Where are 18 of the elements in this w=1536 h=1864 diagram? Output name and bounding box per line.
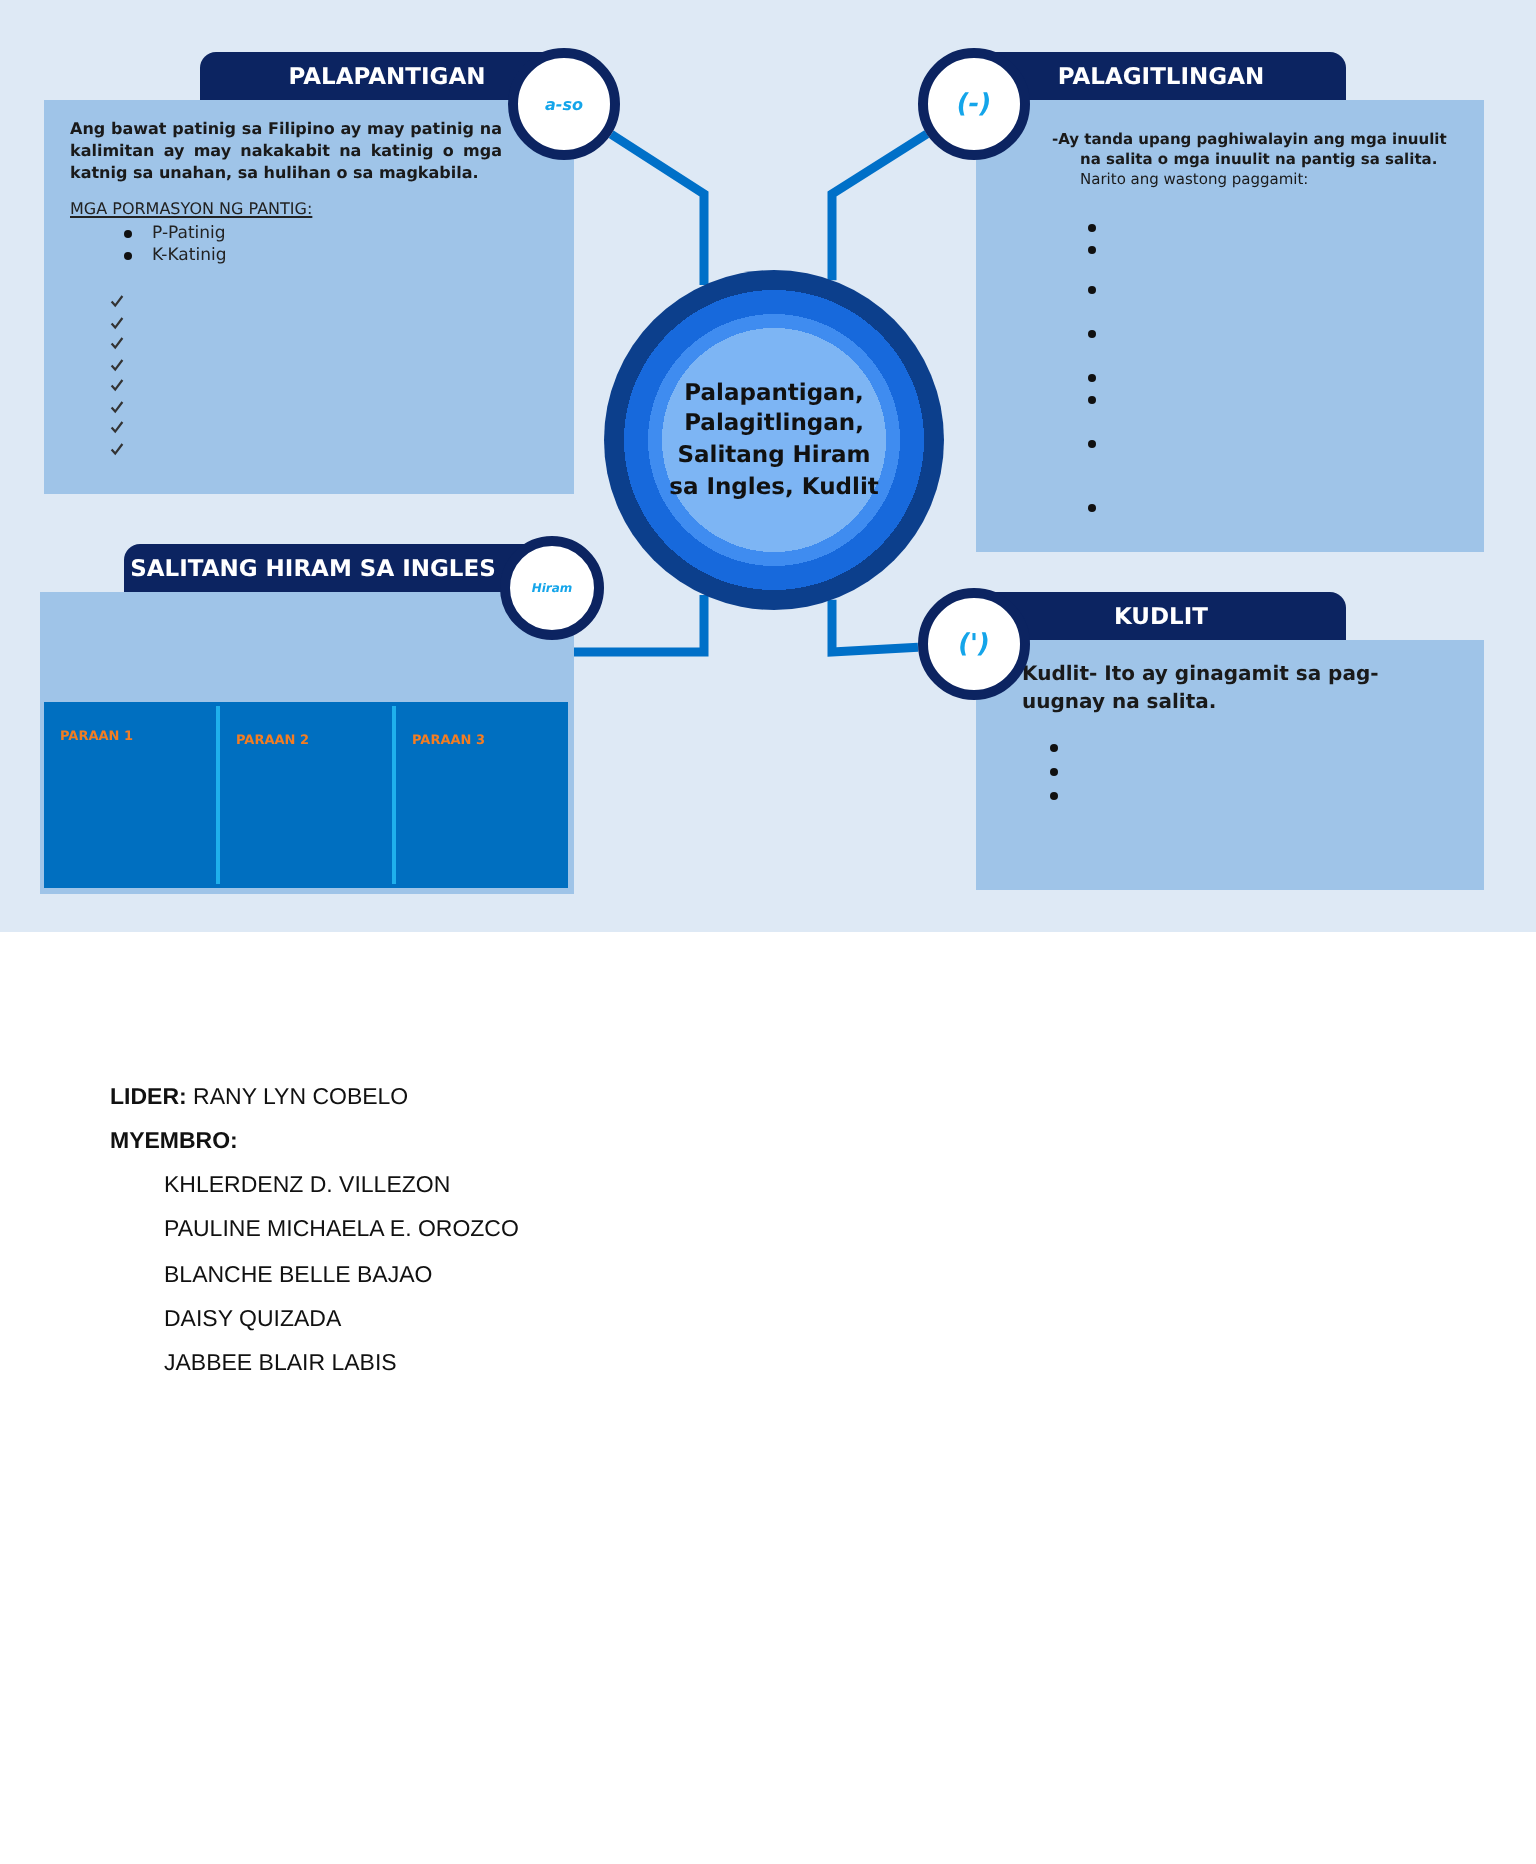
member-name: JABBEE BLAIR LABIS [164,1352,397,1377]
list-item: P-Patinig [152,223,226,244]
members-heading: MYEMBRO: [110,1130,238,1154]
info-panel [40,544,574,894]
leader-name: LIDER: RANY LYN COBELO [110,1086,409,1110]
member-name: KHLERDENZ D. VILLEZON [164,1174,451,1198]
panel-text: Ang bawat patinig sa Filipino ay may patinig na kalimitan ay may nakakabit na katinig o mga katnig sa unahan, sa hulihan o sa magkabila. [70,120,502,185]
badge-symbol: a-so [545,95,583,113]
list-item: K-Katinig [152,245,227,266]
panel-text: Kudlit- Ito ay ginagamit sa pag-uugnay na salita. [1022,662,1381,716]
member-name: PAULINE MICHAELA E. OROZCO [164,1218,519,1243]
connector-line [608,130,709,285]
member-name: BLANCHE BELLE BAJAO [164,1263,433,1288]
connector-line [827,130,930,281]
connector-line [827,599,919,657]
subheading: MGA PORMASYON NG PANTIG: [70,200,313,219]
center-title: Palapantigan, Palagitlingan, Salitang Hiram sa Ingles, Kudlit [667,377,881,503]
member-name: DAISY QUIZADA [164,1307,342,1332]
